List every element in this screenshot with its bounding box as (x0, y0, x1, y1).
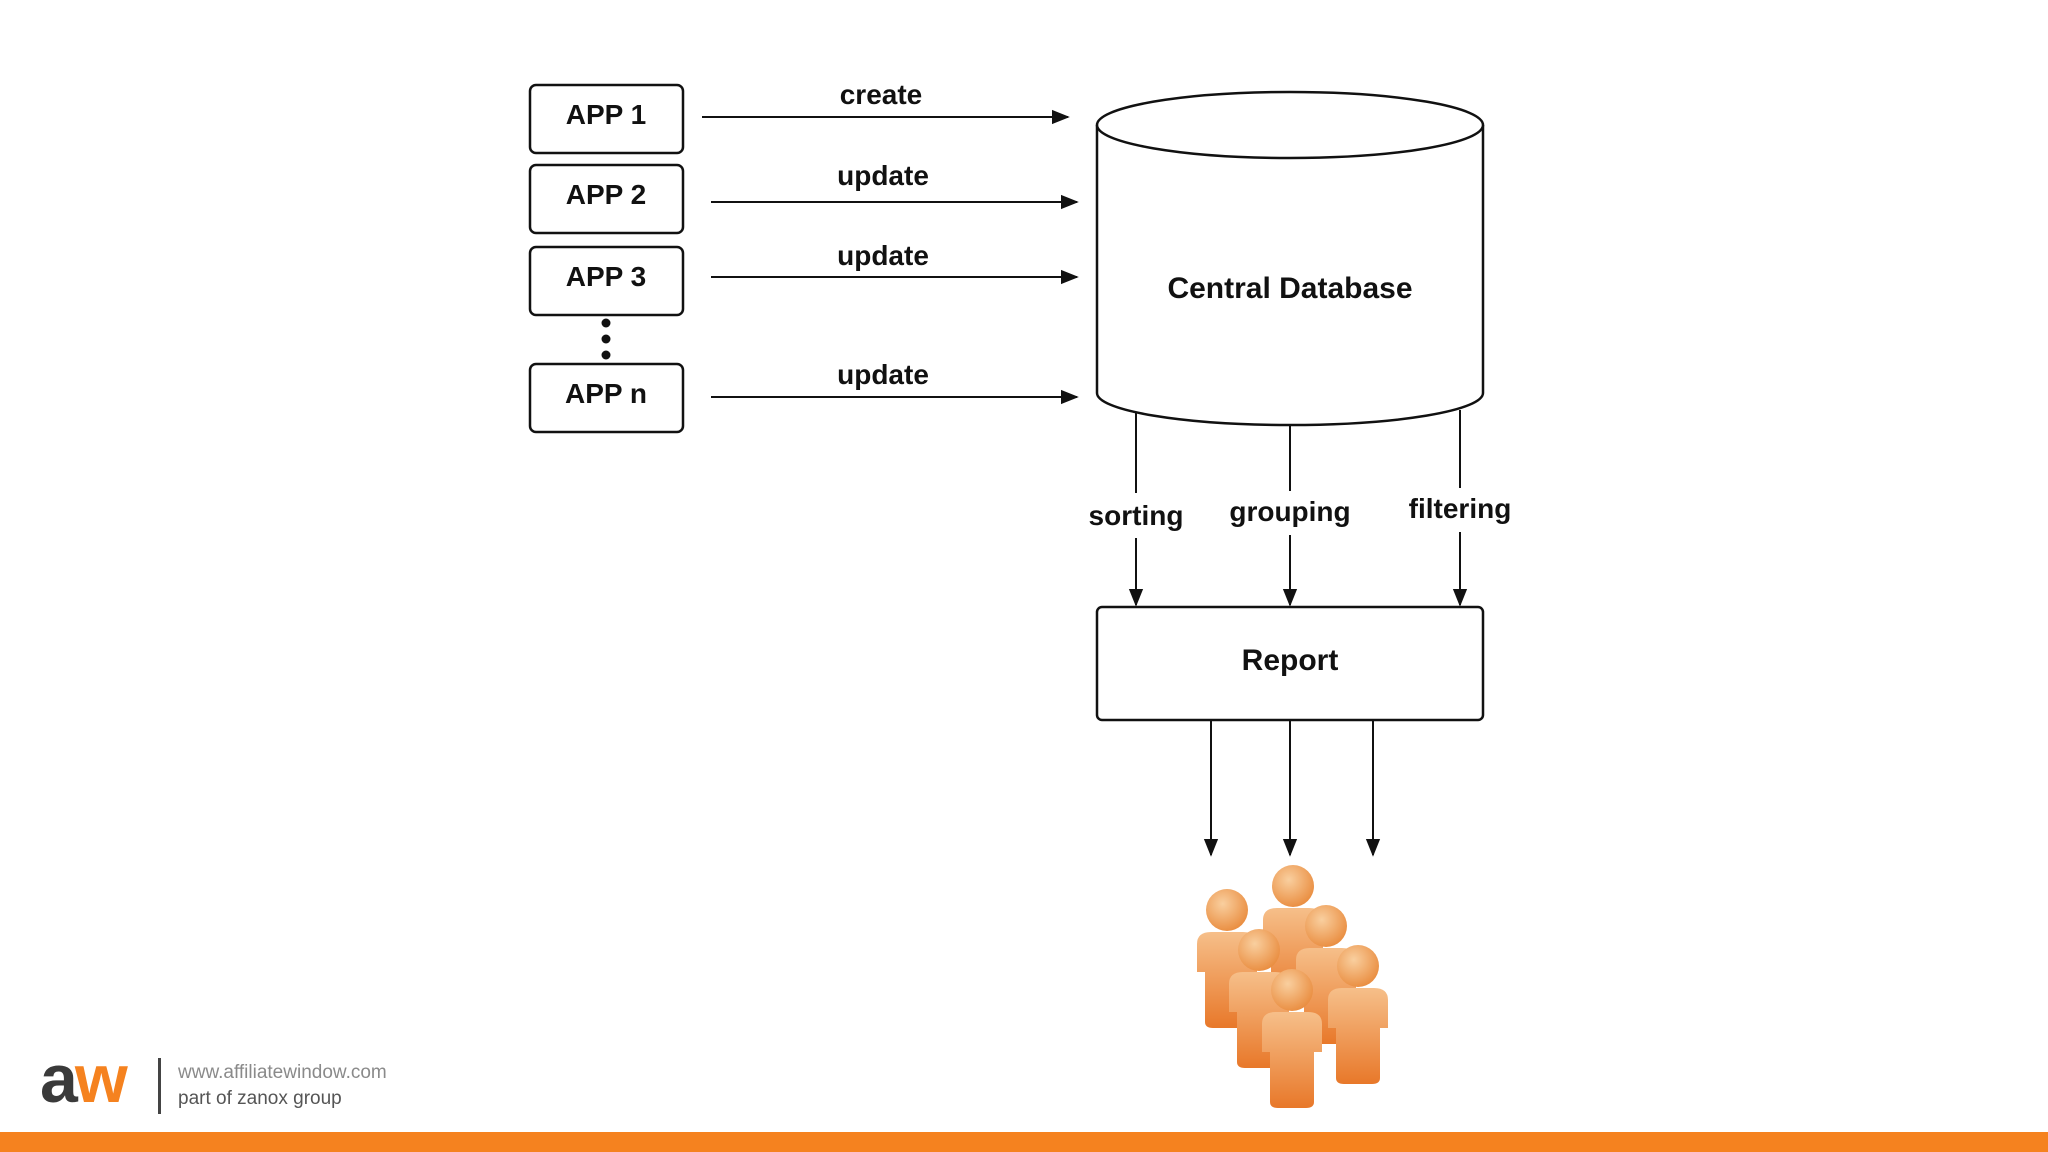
logo-url: www.affiliatewindow.com (178, 1062, 387, 1083)
logo-letter-w: w (74, 1041, 128, 1117)
operation-label-grouping: grouping (1229, 496, 1350, 527)
action-label-3: update (837, 240, 929, 271)
logo-divider (158, 1058, 161, 1114)
database-label: Central Database (1167, 272, 1412, 305)
action-label-2: update (837, 160, 929, 191)
action-label-1: create (840, 79, 923, 110)
report-box: Report (1095, 605, 1485, 722)
app-box-1: APP 1 (528, 83, 685, 155)
affiliatewindow-logo: aw www.affiliatewindow.com part of zanox… (40, 1044, 420, 1120)
operation-label-filtering: filtering (1409, 493, 1512, 524)
app-box-2: APP 2 (528, 163, 685, 235)
logo-mark: aw (40, 1041, 128, 1117)
people-group-icon (1197, 865, 1388, 1108)
app-box-3: APP 3 (528, 245, 685, 317)
app-label-3: APP 3 (566, 261, 646, 292)
central-database-cylinder: Central Database (1095, 90, 1485, 427)
logo-subtitle: part of zanox group (178, 1088, 342, 1109)
app-label-1: APP 1 (566, 99, 646, 130)
logo-text: www.affiliatewindow.com part of zanox gr… (178, 1060, 387, 1112)
app-box-n: APP n (528, 362, 685, 434)
app-label-n: APP n (565, 378, 647, 409)
logo-letter-a: a (40, 1041, 78, 1117)
action-label-n: update (837, 359, 929, 390)
footer-accent-bar (0, 1132, 2048, 1152)
operation-label-sorting: sorting (1089, 500, 1184, 531)
ellipsis-dots (601, 318, 611, 360)
app-label-2: APP 2 (566, 179, 646, 210)
report-label: Report (1242, 644, 1339, 677)
